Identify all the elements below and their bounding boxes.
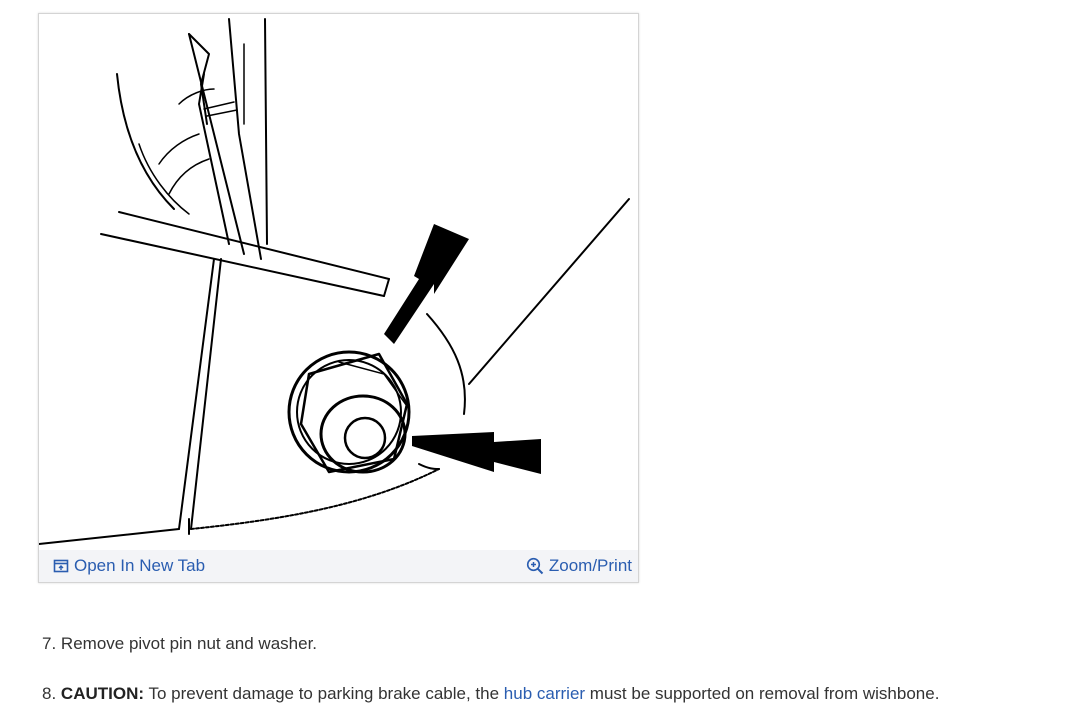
zoom-print-label: Zoom/Print xyxy=(548,556,632,575)
step-7: 7. Remove pivot pin nut and washer. xyxy=(42,634,317,654)
caution-label: CAUTION: xyxy=(60,684,145,703)
step-number: 7. xyxy=(42,634,57,653)
figure-toolbar: Open In New Tab Zoom/Print xyxy=(39,550,638,582)
step-text: Remove pivot pin nut and washer. xyxy=(60,634,318,653)
step-text-after-link: must be supported on removal from wishbo… xyxy=(589,684,940,703)
open-new-tab-icon xyxy=(53,558,69,574)
pivot-pin-line-drawing xyxy=(39,18,630,545)
step-number: 8. xyxy=(42,684,57,703)
zoom-print-link[interactable]: Zoom/Print xyxy=(526,556,632,576)
open-in-new-tab-link[interactable]: Open In New Tab xyxy=(53,556,205,576)
open-in-new-tab-label: Open In New Tab xyxy=(74,556,206,575)
zoom-in-icon xyxy=(526,557,544,575)
pivot-pin-diagram xyxy=(39,14,638,550)
step-text-before-link: To prevent damage to parking brake cable… xyxy=(148,684,500,703)
hub-carrier-link[interactable]: hub carrier xyxy=(503,684,586,703)
step-8: 8. CAUTION: To prevent damage to parking… xyxy=(42,684,939,704)
figure-container: Open In New Tab Zoom/Print xyxy=(38,13,639,583)
